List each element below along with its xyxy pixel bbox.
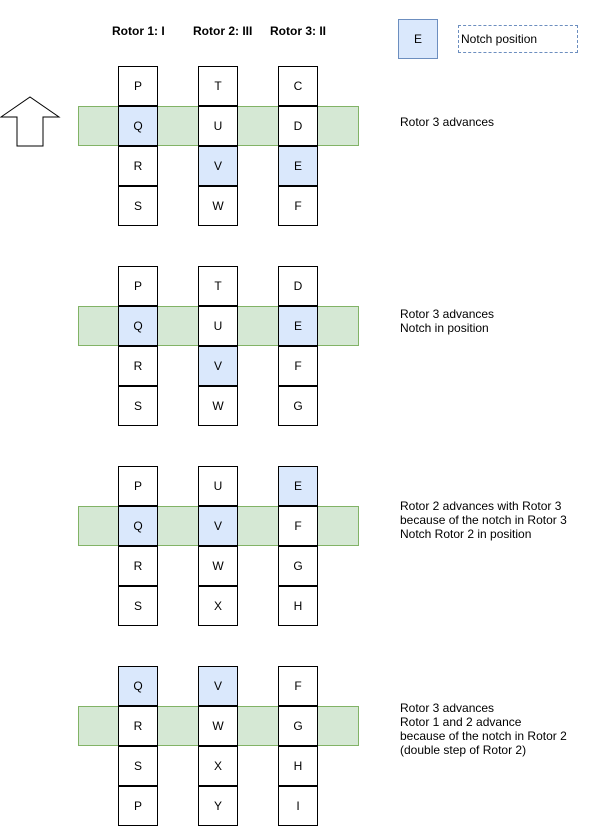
rotor-1-letter: S <box>118 586 158 626</box>
rotor-2-letter: U <box>198 306 238 346</box>
rotor-3-letter: G <box>278 386 318 426</box>
rotor-3-letter: E <box>278 306 318 346</box>
rotor-1-letter: Q <box>118 106 158 146</box>
rotor-2-letter: W <box>198 386 238 426</box>
rotor-3-letter: D <box>278 266 318 306</box>
rotor-2-letter: U <box>198 466 238 506</box>
step-description: Rotor 3 advances <box>400 115 494 129</box>
rotor-2-letter: W <box>198 546 238 586</box>
rotor-1-letter: S <box>118 386 158 426</box>
rotor-2-header: Rotor 2: III <box>193 24 253 38</box>
rotor-1-letter: P <box>118 66 158 106</box>
legend-notch-box: E <box>398 19 438 59</box>
rotor-3-letter: D <box>278 106 318 146</box>
rotor-3-letter: G <box>278 546 318 586</box>
rotor-1-letter: S <box>118 746 158 786</box>
description-line: (double step of Rotor 2) <box>400 743 527 757</box>
description-line: Rotor 3 advances <box>400 701 495 715</box>
rotor-3-letter: G <box>278 706 318 746</box>
rotor-1-letter: Q <box>118 506 158 546</box>
rotor-2-letter: V <box>198 506 238 546</box>
rotor-2-letter: V <box>198 666 238 706</box>
rotor-3-letter: F <box>278 186 318 226</box>
description-line: Notch in position <box>400 321 489 335</box>
description-line: Rotor 3 advances <box>400 307 495 321</box>
rotor-2-letter: T <box>198 266 238 306</box>
rotor-1-letter: R <box>118 706 158 746</box>
rotor-3-letter: E <box>278 466 318 506</box>
description-line: Rotor 3 advances <box>400 115 495 129</box>
rotor-2-letter: T <box>198 66 238 106</box>
up-arrow-icon <box>0 96 61 147</box>
rotor-2-letter: Y <box>198 786 238 826</box>
rotor-1-letter: R <box>118 546 158 586</box>
rotor-1-letter: Q <box>118 666 158 706</box>
rotor-2-letter: X <box>198 746 238 786</box>
rotor-3-letter: C <box>278 66 318 106</box>
rotor-1-letter: P <box>118 266 158 306</box>
rotor-2-letter: W <box>198 186 238 226</box>
legend-notch-label: Notch position <box>458 25 578 53</box>
rotor-2-letter: V <box>198 146 238 186</box>
rotor-2-letter: X <box>198 586 238 626</box>
description-line: because of the notch in Rotor 3 <box>400 513 567 527</box>
rotor-1-letter: P <box>118 466 158 506</box>
rotor-3-letter: F <box>278 346 318 386</box>
rotor-3-letter: H <box>278 586 318 626</box>
rotor-1-letter: S <box>118 186 158 226</box>
rotor-1-header: Rotor 1: I <box>112 24 165 38</box>
rotor-1-letter: R <box>118 346 158 386</box>
rotor-3-letter: F <box>278 666 318 706</box>
rotor-3-letter: F <box>278 506 318 546</box>
rotor-2-letter: V <box>198 346 238 386</box>
rotor-3-letter: H <box>278 746 318 786</box>
rotor-1-letter: P <box>118 786 158 826</box>
rotor-2-letter: U <box>198 106 238 146</box>
description-line: Rotor 2 advances with Rotor 3 <box>400 499 562 513</box>
rotor-3-header: Rotor 3: II <box>270 24 326 38</box>
rotor-1-letter: Q <box>118 306 158 346</box>
description-line: Notch Rotor 2 in position <box>400 527 532 541</box>
description-line: because of the notch in Rotor 2 <box>400 729 567 743</box>
rotor-2-letter: W <box>198 706 238 746</box>
rotor-1-letter: R <box>118 146 158 186</box>
description-line: Rotor 1 and 2 advance <box>400 715 522 729</box>
rotor-3-letter: E <box>278 146 318 186</box>
rotor-3-letter: I <box>278 786 318 826</box>
